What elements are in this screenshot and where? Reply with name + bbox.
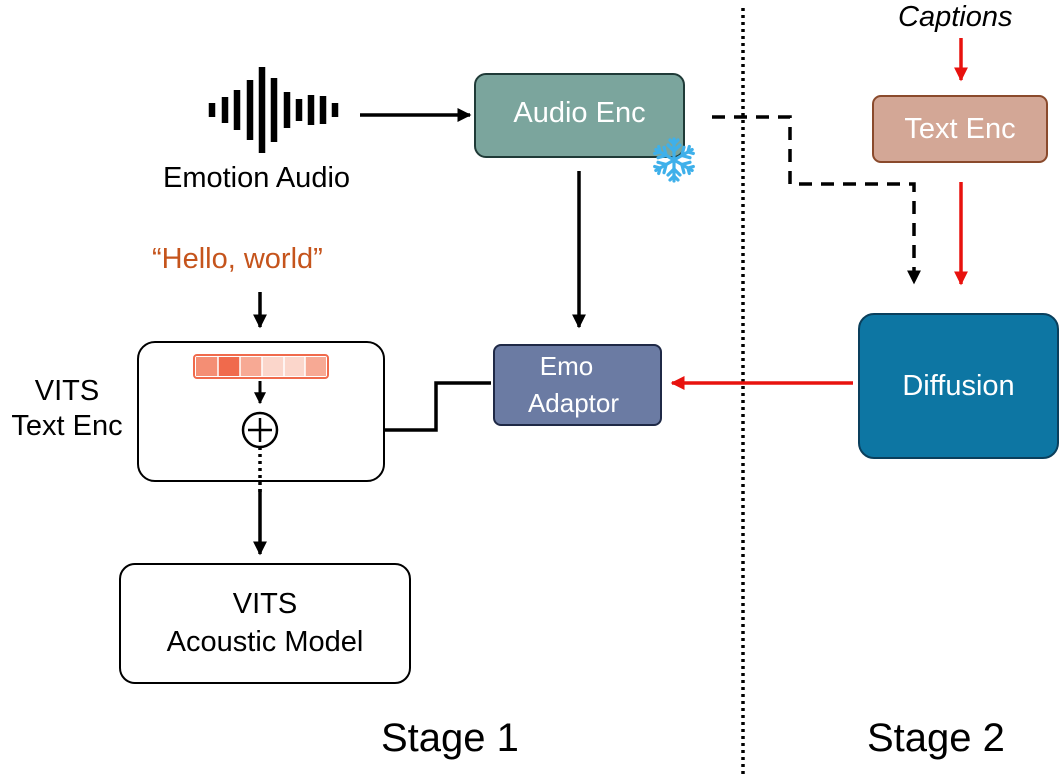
audio-encoder-label: Audio Enc (513, 97, 646, 130)
vits-acoustic-label-line1: VITS (232, 587, 298, 620)
snowflake-icon (651, 137, 697, 183)
dashed-arrow-encoder-to-diffusion (712, 115, 921, 285)
audio-encoder-box: Audio Enc (474, 73, 685, 158)
vits-acoustic-label-line2: Acoustic Model (166, 625, 364, 658)
circled-plus-icon (241, 411, 279, 449)
vits-text-enc-label-line2: Text Enc (11, 409, 123, 442)
token-embedding-strip (193, 354, 329, 379)
emo-adaptor-label-line1: Emo (539, 351, 594, 382)
text-encoder-box: Text Enc (872, 95, 1048, 163)
vits-text-enc-label-line1: VITS (34, 375, 100, 407)
vits-text-enc-label: VITS Text Enc (2, 374, 132, 444)
emotion-audio-label: Emotion Audio (163, 162, 351, 194)
text-encoder-label: Text Enc (904, 112, 1016, 145)
waveform-icon (208, 67, 339, 153)
diffusion-box: Diffusion (858, 313, 1059, 459)
diffusion-label: Diffusion (902, 369, 1015, 402)
stage-2-label: Stage 2 (867, 716, 1005, 760)
emo-adaptor-label-line2: Adaptor (527, 388, 620, 418)
captions-label: Captions (898, 1, 1013, 33)
stage-1-label: Stage 1 (381, 716, 519, 760)
emo-adaptor-box: Emo Adaptor (493, 344, 662, 426)
input-text-label: “Hello, world” (152, 243, 323, 275)
vits-acoustic-model-box: VITS Acoustic Model (119, 563, 411, 684)
vits-enc-internals (254, 381, 266, 496)
